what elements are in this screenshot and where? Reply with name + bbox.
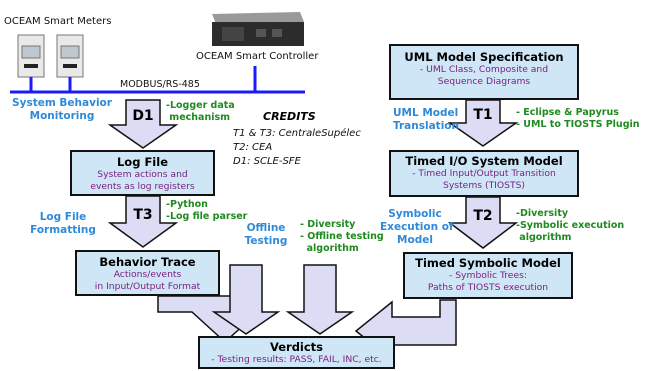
t1-step-label: T1 [473,107,493,123]
credits-lines: T1 & T3: CentraleSupélec T2: CEA D1: SCL… [233,128,361,167]
verdicts-title: Verdicts [269,340,324,354]
t2-notes: -Diversity-Symbolic execution algorithm [516,208,625,243]
log-file-title: Log File [116,155,168,169]
t3-notes: -Python-Log file parser [166,199,248,222]
t1-notes: - Eclipse & Papyrus- UML to TIOSTS Plugi… [516,107,640,130]
uml-spec-box: UML Model Specification - UML Class, Com… [389,44,579,100]
offline-notes: - Diversity- Offline testing algorithm [300,219,384,254]
timed-symbolic-model-box: Timed Symbolic Model - Symbolic Trees: P… [403,252,573,299]
uml-spec-title: UML Model Specification [404,50,564,64]
tios-model-title: Timed I/O System Model [405,154,563,168]
verdicts-box: Verdicts - Testing results: PASS, FAIL, … [198,336,395,369]
offline-arrow-right [285,264,355,335]
behavior-trace-box: Behavior Trace Actions/events in Input/O… [75,250,220,296]
offline-arrow-left [211,264,281,335]
smart-controller-icon [212,12,304,46]
t2-step-label: T2 [473,208,493,224]
smart-controller-label: OCEAM Smart Controller [196,51,319,62]
d1-notes: -Logger data mechanism [166,100,235,123]
d1-arrow [107,99,179,149]
credits-title: CREDITS [263,110,316,123]
smart-meter-icon [17,34,84,78]
modbus-label: MODBUS/RS-485 [120,79,200,90]
modbus-bus [10,66,305,94]
d1-step-label: D1 [132,108,154,124]
t1-arrow [447,99,519,147]
t2-arrow [447,196,519,249]
t3-arrow [107,195,179,248]
tios-model-box: Timed I/O System Model - Timed Input/Out… [389,150,579,197]
log-file-box: Log File System actions and events as lo… [70,150,215,196]
behavior-trace-title: Behavior Trace [99,255,196,269]
smart-meters-label: OCEAM Smart Meters [4,16,112,27]
t3-step-label: T3 [133,207,153,223]
timed-symbolic-model-title: Timed Symbolic Model [415,256,561,270]
